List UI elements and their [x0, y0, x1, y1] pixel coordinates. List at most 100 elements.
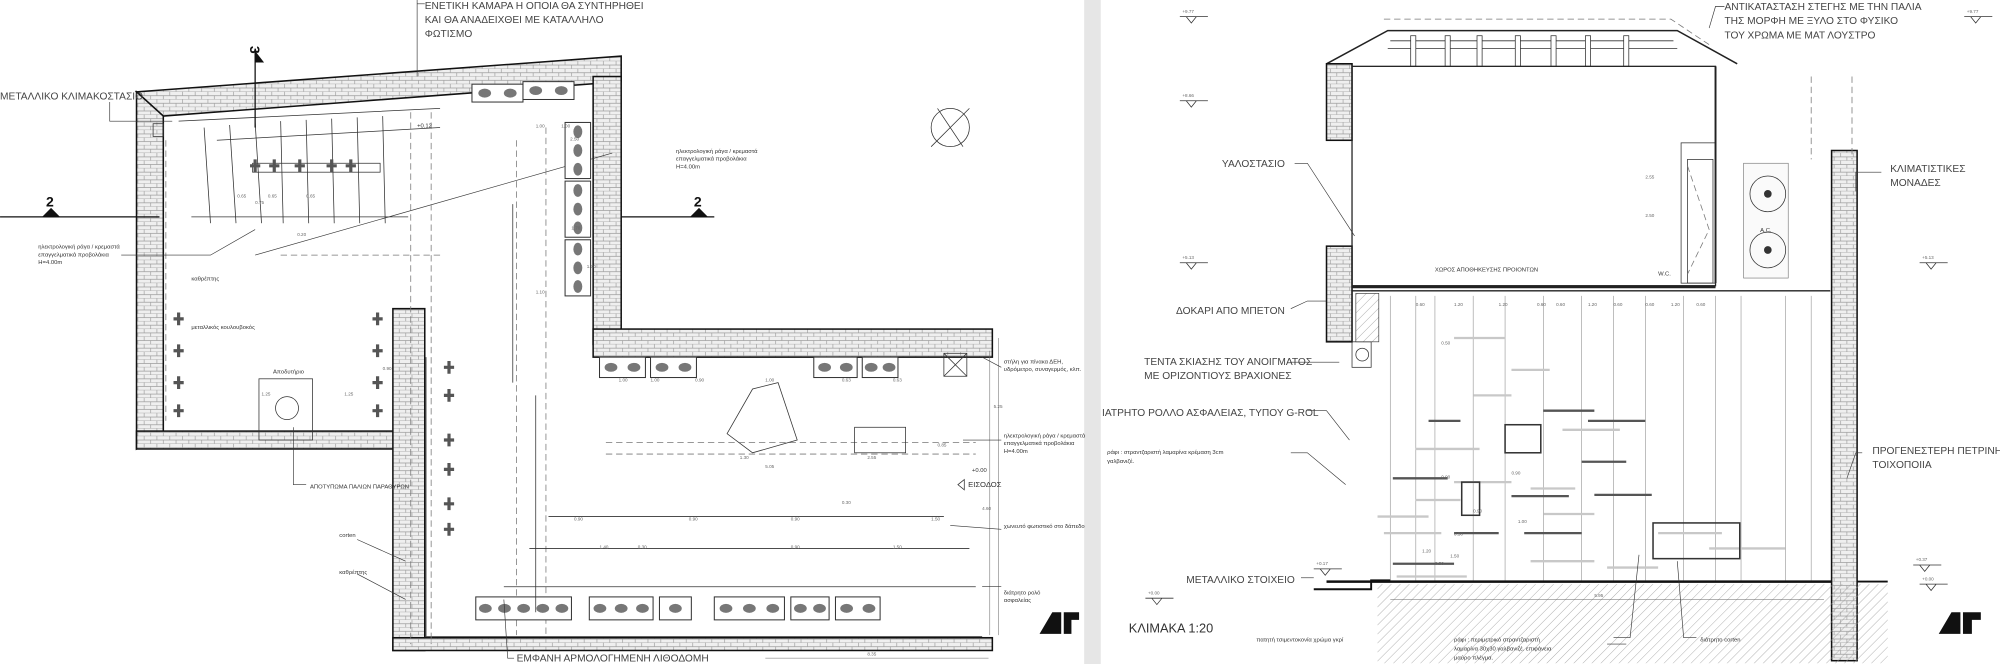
metal-label: μεταλλικός κουλουβοκός: [191, 324, 255, 331]
dimension-label: 1.00: [1518, 519, 1527, 524]
a2t-logo: [1039, 612, 1981, 634]
hanger-rail: [372, 312, 383, 326]
product-item: [529, 86, 543, 96]
dimension-label: 0.50: [1441, 340, 1450, 345]
meter-column-2: υδρόμετρο, συναγερμός, κλπ.: [1004, 366, 1082, 373]
level-value: +9.77: [1967, 9, 1979, 14]
dimension-label: 1.50: [1450, 553, 1459, 558]
security-roll-2: ασφαλείας: [1004, 598, 1031, 604]
level-triangle-icon: [1919, 583, 1948, 592]
rafter: [1410, 35, 1417, 67]
product-item: [766, 603, 780, 613]
lighting-rail-left-1: ηλεκτρολογική ράγα / κρεμαστά: [38, 244, 120, 251]
dimension-label: 2.55: [867, 455, 876, 460]
dimension-label: 1.50: [893, 544, 902, 549]
dimension-label: 1.20: [1499, 302, 1508, 307]
product-item: [478, 88, 492, 98]
level-marker: +9.77: [1179, 9, 1208, 24]
dimension-label: 1.70: [587, 264, 596, 269]
hanger-rail: [345, 159, 356, 173]
vault-note-line-1: ΕΝΕΤΙΚΗ ΚΑΜΑΡΑ Η ΟΠΟΙΑ ΘΑ ΣΥΝΤΗΡΗΘΕΙ: [425, 1, 644, 12]
dimension-label: 5.95: [1594, 593, 1603, 598]
old-wall-label-2: ΤΟΙΧΟΠΟΙΙΑ: [1872, 460, 1931, 471]
hanger-rail: [443, 389, 455, 402]
level-marker: +8.66: [1179, 93, 1208, 108]
level-triangle-icon: [1145, 597, 1174, 606]
dimension-label: 0.65: [268, 194, 277, 199]
product-item: [573, 144, 583, 157]
dimension-label: 1.20: [1422, 548, 1431, 553]
hanger-rail: [269, 159, 280, 173]
product-item: [839, 362, 853, 372]
entrance-label: ΕΙΣΟΔΟΣ: [968, 480, 1002, 489]
product-item: [669, 603, 682, 613]
product-item: [864, 362, 878, 372]
product-item: [882, 362, 896, 372]
product-item: [555, 603, 569, 613]
rafter: [1585, 35, 1591, 67]
upper-wall-left-lower: [1325, 245, 1353, 343]
dimension-label: 0.60: [1537, 302, 1546, 307]
vault-note-line-2: ΚΑΙ ΘΑ ΑΝΑΔΕΙΧΘΕΙ ΜΕ ΚΑΤΑΛΛΗΛΟ: [425, 15, 604, 26]
lighting-rail-right-1: ηλεκτρολογική ράγα / κρεμαστά: [1004, 432, 1086, 439]
dimension-label: 1.40: [600, 544, 609, 549]
level-triangle-icon: [1913, 564, 1942, 573]
panel-separator: [1084, 0, 1101, 664]
level-value: +0.17: [1316, 561, 1328, 566]
product-item: [655, 362, 669, 372]
ground-hatch: [1377, 584, 1888, 664]
corten-label: corten: [339, 533, 355, 539]
lighting-rail-top-2: επαγγελματικά προβολάκια: [676, 156, 747, 163]
level-triangle-icon: [1919, 262, 1948, 270]
dimension-label: 5.05: [765, 464, 774, 469]
hanger-rail: [372, 344, 383, 358]
hanger-rail: [326, 159, 337, 173]
dimension-label: 1.25: [262, 391, 271, 396]
dimension-label: 0.90: [791, 516, 800, 521]
product-item: [719, 603, 733, 613]
level-value: +8.66: [1182, 93, 1194, 98]
mirror-label-2: καθρέπτης: [339, 569, 367, 576]
rafter: [1623, 35, 1630, 67]
corten-label: διάτρητο corten: [1700, 637, 1740, 644]
dimension-label: 1.10: [536, 289, 545, 294]
shelf-module: [861, 356, 899, 379]
dimension-label: 1.00: [619, 377, 628, 382]
scale-label: ΚΛΙΜΑΚΑ 1:20: [1129, 621, 1213, 636]
product-item: [573, 162, 583, 176]
dimension-label: 0.60: [1696, 302, 1705, 307]
dimension-label: 0.65: [306, 194, 315, 199]
product-item: [794, 603, 807, 613]
level-triangle-icon: [1179, 100, 1208, 108]
dimension-label: 0.30: [638, 544, 647, 549]
product-item: [573, 125, 583, 139]
roof: [1326, 29, 1738, 65]
wall-middle: [592, 328, 994, 358]
product-item: [517, 603, 530, 613]
level-value: +0.37: [1916, 557, 1928, 562]
dimension-label: 0.90: [689, 516, 698, 521]
dimension-label: 0.63: [893, 377, 902, 382]
hanger-rail: [173, 344, 184, 358]
wc-door: [1680, 142, 1716, 284]
floor-finish-label: πατητή τσιμεντοκονία χρώμα γκρί: [1256, 637, 1344, 644]
old-windows-label: ΑΠΟΤΥΠΩΜΑ ΠΑΛΙΩΝ ΠΑΡΑΘΥΡΩΝ: [310, 484, 409, 490]
shelf-module: [834, 596, 881, 621]
glazing-label: ΥΑΛΟΣΤΑΣΙΟ: [1222, 159, 1285, 170]
product-item: [536, 603, 550, 613]
wc-label: W.C.: [1658, 271, 1671, 277]
awning-label-2: ΜΕ ΟΡΙΖΟΝΤΙΟΥΣ ΒΡΑΧΙΟΝΕΣ: [1144, 371, 1291, 382]
section-mark-2-left: 2: [46, 194, 54, 210]
level-marker: +5.13: [1919, 255, 1948, 270]
old-wall-label-1: ΠΡΟΓΕΝΕΣΤΕΡΗ ΠΕΤΡΙΝΗ: [1872, 446, 2000, 457]
wall-left: [135, 90, 165, 451]
ac-units-label-2: ΜΟΝΑΔΕΣ: [1890, 178, 1940, 189]
dimension-label: 1.50: [931, 516, 940, 521]
product-item: [554, 86, 568, 96]
rafter: [1550, 35, 1557, 67]
north-arrow-icon: [930, 108, 970, 148]
dimension-label: 0.60: [1416, 302, 1425, 307]
shelf-hang-2: γαλβανιζέ.: [1107, 458, 1134, 465]
wall-bottom: [392, 636, 994, 652]
